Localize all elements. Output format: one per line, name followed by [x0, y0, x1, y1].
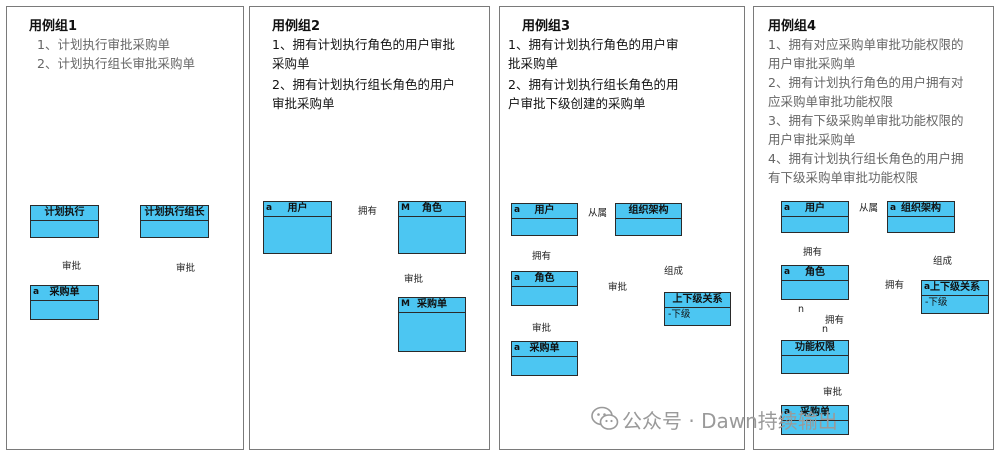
relation-label: 拥有	[885, 280, 905, 291]
entity-name: 用户	[805, 203, 825, 214]
entity-name: 用户	[534, 205, 555, 216]
multiplicity-label: n	[822, 324, 829, 335]
panel-line: 3、拥有下级采购单审批功能权限的	[768, 113, 964, 128]
relation-label: 审批	[176, 263, 196, 274]
entity-name: 组织架构	[628, 205, 669, 216]
attribute-icon: a	[266, 203, 273, 213]
entity-name: 上下级关系	[672, 294, 723, 305]
entity-name: 采购单	[417, 299, 447, 310]
attribute-icon: a	[33, 287, 40, 297]
relation-label: 组成	[664, 266, 684, 277]
relation-label: 拥有	[825, 315, 845, 326]
entity-name: 计划执行组长	[144, 207, 205, 218]
attribute-icon: a	[784, 407, 791, 417]
entity-role[interactable]: a 角色	[511, 271, 578, 306]
entity-role[interactable]: a 角色	[781, 265, 849, 300]
entity-purchase-order[interactable]: a 采购单	[30, 285, 99, 320]
entity-name: 采购单	[529, 343, 560, 354]
attribute-icon: a	[890, 203, 897, 213]
entity-name: 计划执行	[44, 207, 85, 218]
panel-line: 2、计划执行组长审批采购单	[37, 56, 195, 71]
entity-function-permission[interactable]: 功能权限	[781, 340, 849, 374]
entity-name: 功能权限	[795, 342, 835, 353]
entity-attribute: -下级	[668, 309, 691, 320]
relation-label: 审批	[823, 387, 843, 398]
entity-user[interactable]: a 用户	[511, 203, 578, 236]
entity-user[interactable]: a 用户	[781, 201, 849, 233]
panel-line: 1、计划执行审批采购单	[37, 37, 170, 52]
panel-line: 1、拥有计划执行角色的用户审批	[272, 37, 455, 52]
panel-line: 2、拥有计划执行组长角色的用户	[272, 77, 455, 92]
entity-attribute: -下级	[925, 297, 948, 308]
relation-label: 审批	[532, 323, 552, 334]
attribute-icon: a	[514, 343, 521, 353]
relation-label: 审批	[404, 274, 424, 285]
panel-line: 2、拥有计划执行角色的用户拥有对	[768, 75, 964, 90]
entity-org-structure[interactable]: a 组织架构	[887, 201, 955, 233]
attribute-icon: a	[514, 273, 521, 283]
wechat-icon	[591, 406, 619, 430]
relation-label: 审批	[608, 282, 628, 293]
panel-line: 1、拥有计划执行角色的用户审	[508, 37, 679, 52]
entity-purchase-order[interactable]: a 采购单	[511, 341, 578, 376]
panel-line: 批采购单	[508, 56, 559, 71]
panel-line: 采购单	[272, 56, 310, 71]
panel-line: 4、拥有计划执行组长角色的用户拥	[768, 151, 964, 166]
attribute-icon: a	[784, 267, 791, 277]
relation-label: 组成	[933, 256, 953, 267]
panel-title: 用例组2	[272, 19, 321, 34]
entity-name: 角色	[805, 267, 825, 278]
panel-title: 用例组1	[29, 19, 78, 34]
entity-name: 角色	[534, 273, 555, 284]
entity-purchase-order[interactable]: a 采购单	[781, 405, 849, 435]
model-icon: M	[401, 203, 410, 213]
entity-purchase-order[interactable]: M 采购单	[398, 297, 466, 352]
entity-user[interactable]: a 用户	[263, 201, 332, 254]
attribute-icon: a	[784, 203, 791, 213]
panel-line: 户审批下级创建的采购单	[508, 96, 646, 111]
relation-label: 拥有	[358, 206, 378, 217]
entity-name: 用户	[287, 203, 308, 214]
multiplicity-label: n	[798, 304, 805, 315]
attribute-icon: a	[924, 282, 931, 292]
entity-plan-lead[interactable]: 计划执行组长	[140, 205, 209, 238]
panel-line: 应采购单审批功能权限	[768, 94, 894, 109]
entity-org-structure[interactable]: 组织架构	[615, 203, 682, 236]
attribute-icon: a	[514, 205, 521, 215]
panel-line: 1、拥有对应采购单审批功能权限的	[768, 37, 964, 52]
relation-label: 审批	[62, 261, 82, 272]
panel-line: 2、拥有计划执行组长角色的用	[508, 77, 679, 92]
entity-name: 组织架构	[901, 203, 941, 214]
relation-label: 从属	[859, 203, 879, 214]
panel-line: 审批采购单	[272, 96, 335, 111]
entity-name: 采购单	[800, 407, 830, 418]
panel-line: 用户审批采购单	[768, 56, 856, 71]
panel-title: 用例组4	[768, 19, 817, 34]
entity-name: 采购单	[49, 287, 80, 298]
entity-name: 上下级关系	[930, 282, 980, 293]
panel-line: 用户审批采购单	[768, 132, 856, 147]
panel-title: 用例组3	[522, 19, 571, 34]
relation-label: 拥有	[532, 251, 552, 262]
panel-line: 有下级采购单审批功能权限	[768, 170, 919, 185]
watermark-text: 公众号 · Dawn持续输出	[622, 409, 838, 433]
entity-name: 角色	[422, 203, 442, 214]
model-icon: M	[401, 299, 410, 309]
relation-label: 拥有	[803, 247, 823, 258]
entity-hierarchy-relation[interactable]: 上下级关系 -下级	[664, 292, 731, 326]
relation-label: 从属	[588, 208, 608, 219]
entity-plan-executor[interactable]: 计划执行	[30, 205, 99, 238]
entity-role[interactable]: M 角色	[398, 201, 466, 254]
